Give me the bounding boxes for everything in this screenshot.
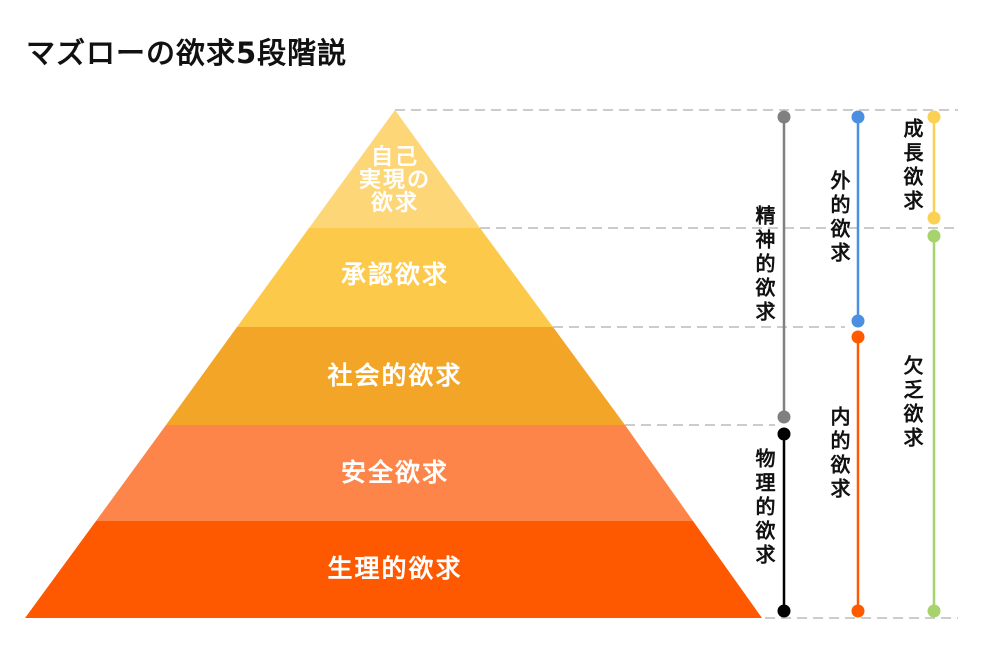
guide-lines <box>395 109 958 619</box>
bracket-mental <box>777 110 791 424</box>
label-external-needs: 外的欲求 <box>827 170 851 266</box>
label-safety: 安全欲求 <box>340 458 450 487</box>
layer-safety <box>96 425 693 521</box>
layer-physiological <box>25 521 762 618</box>
bracket-external <box>851 110 865 328</box>
label-esteem: 承認欲求 <box>340 260 450 289</box>
layer-self-actualization <box>309 110 480 228</box>
label-social: 社会的欲求 <box>327 361 463 390</box>
layer-esteem <box>237 228 553 327</box>
label-self-actualization: 自己 実現の 欲求 <box>358 145 432 217</box>
label-physiological: 生理的欲求 <box>327 554 463 583</box>
label-internal-needs: 内的欲求 <box>827 406 851 502</box>
bracket-growth <box>927 110 941 225</box>
layer-social <box>166 327 625 425</box>
bracket-deficiency <box>927 229 941 618</box>
page-title: マズローの欲求5段階説 <box>26 36 348 70</box>
label-physical-needs: 物理的欲求 <box>752 448 776 568</box>
label-mental-needs: 精神的欲求 <box>752 205 776 325</box>
bracket-internal <box>851 330 865 618</box>
label-deficiency-needs: 欠乏欲求 <box>900 355 924 451</box>
label-growth-needs: 成長欲求 <box>900 118 924 214</box>
bracket-physical <box>777 427 791 618</box>
